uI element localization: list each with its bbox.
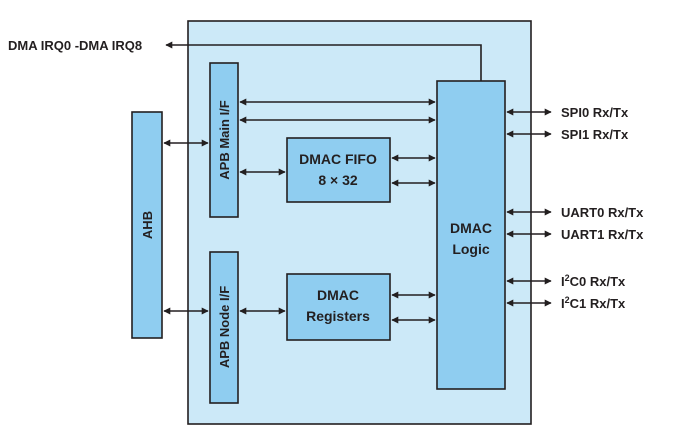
apb-main-if-block: APB Main I/F: [209, 62, 239, 218]
irq-output-connection: DMA IRQ0 -DMA IRQ8: [8, 38, 482, 81]
internal-connections: [163, 98, 436, 324]
apb-node-if-block: APB Node I/F: [209, 251, 239, 404]
peripheral-label: SPI0 Rx/Tx: [561, 105, 629, 120]
peripheral-label: UART0 Rx/Tx: [561, 205, 644, 220]
dmac-logic-label-line1: DMAC: [450, 220, 492, 236]
dmac-logic-label-line2: Logic: [452, 241, 490, 257]
dmac-logic-block: DMAC Logic: [436, 80, 506, 390]
ahb-label: AHB: [140, 211, 155, 239]
ahb-block: AHB: [131, 111, 163, 339]
peripheral-connection: SPI0 Rx/Tx: [506, 105, 629, 120]
peripheral-label: I2C1 Rx/Tx: [561, 295, 626, 311]
dmac-fifo-label-line2: 8 × 32: [318, 172, 358, 188]
dmac-registers-block: DMAC Registers: [286, 273, 391, 341]
dmac-fifo-block: DMAC FIFO 8 × 32: [286, 137, 391, 203]
peripheral-connection: UART0 Rx/Tx: [506, 205, 644, 220]
peripheral-connection: I2C1 Rx/Tx: [506, 295, 626, 311]
dmac-fifo-label-line1: DMAC FIFO: [299, 151, 377, 167]
apb-main-if-label: APB Main I/F: [217, 100, 232, 180]
peripheral-connections: SPI0 Rx/Tx SPI1 Rx/Tx UART0 Rx/Tx UART1 …: [506, 105, 644, 311]
peripheral-label: I2C0 Rx/Tx: [561, 273, 626, 289]
dmac-registers-label-line2: Registers: [306, 308, 370, 324]
irq-output-label: DMA IRQ0 -DMA IRQ8: [8, 38, 142, 53]
peripheral-label: SPI1 Rx/Tx: [561, 127, 629, 142]
peripheral-connection: SPI1 Rx/Tx: [506, 127, 629, 142]
dmac-registers-label-line1: DMAC: [317, 287, 359, 303]
apb-node-if-label: APB Node I/F: [217, 286, 232, 368]
peripheral-connection: UART1 Rx/Tx: [506, 227, 644, 242]
peripheral-connection: I2C0 Rx/Tx: [506, 273, 626, 289]
peripheral-label: UART1 Rx/Tx: [561, 227, 644, 242]
